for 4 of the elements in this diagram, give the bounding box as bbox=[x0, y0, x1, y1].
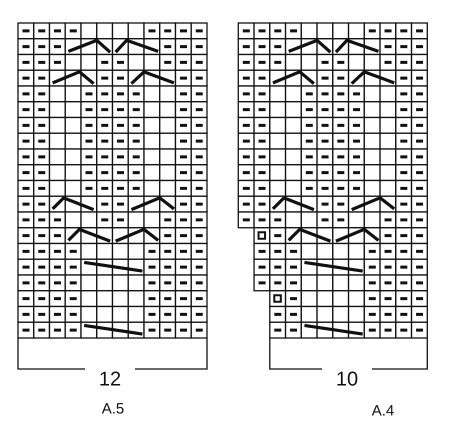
chart-label: A.4 bbox=[372, 402, 394, 420]
width-number: 10 bbox=[336, 368, 358, 392]
width-number: 12 bbox=[98, 368, 122, 392]
chart-label: A.5 bbox=[102, 400, 124, 418]
